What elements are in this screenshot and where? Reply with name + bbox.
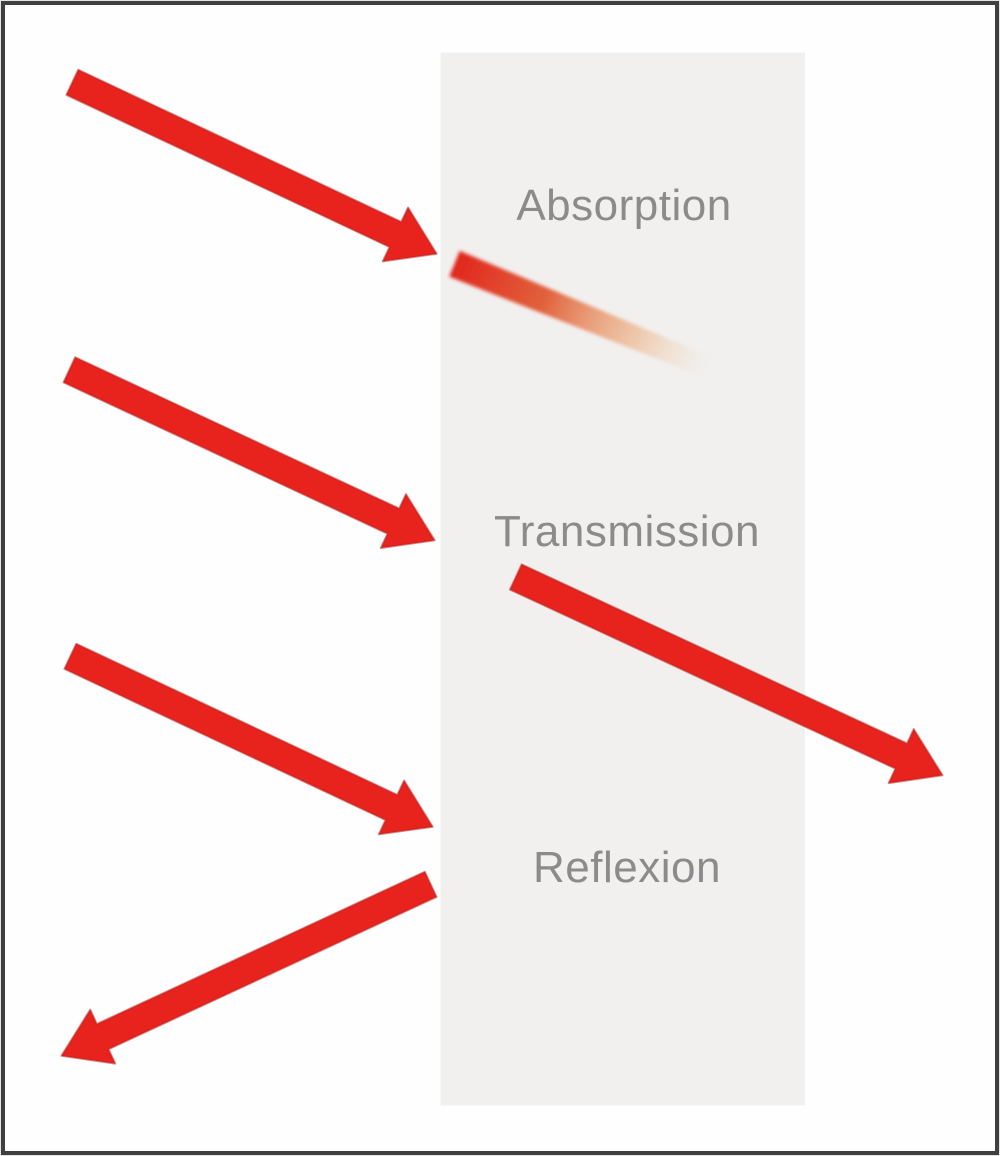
reflexion-label: Reflexion [533, 843, 721, 892]
absorbed-ray-arrow [449, 250, 714, 378]
incident-ray-absorption-arrow [65, 68, 438, 263]
reflected-ray-arrow [60, 870, 438, 1065]
material-slab [440, 52, 805, 1106]
incident-ray-transmission-arrow [62, 356, 436, 550]
transmission-label: Transmission [494, 507, 760, 556]
incident-ray-reflexion-arrow [63, 642, 434, 836]
diagram-canvas [60, 52, 944, 1106]
absorption-label: Absorption [516, 181, 732, 230]
transmitted-ray-arrow [509, 563, 944, 785]
